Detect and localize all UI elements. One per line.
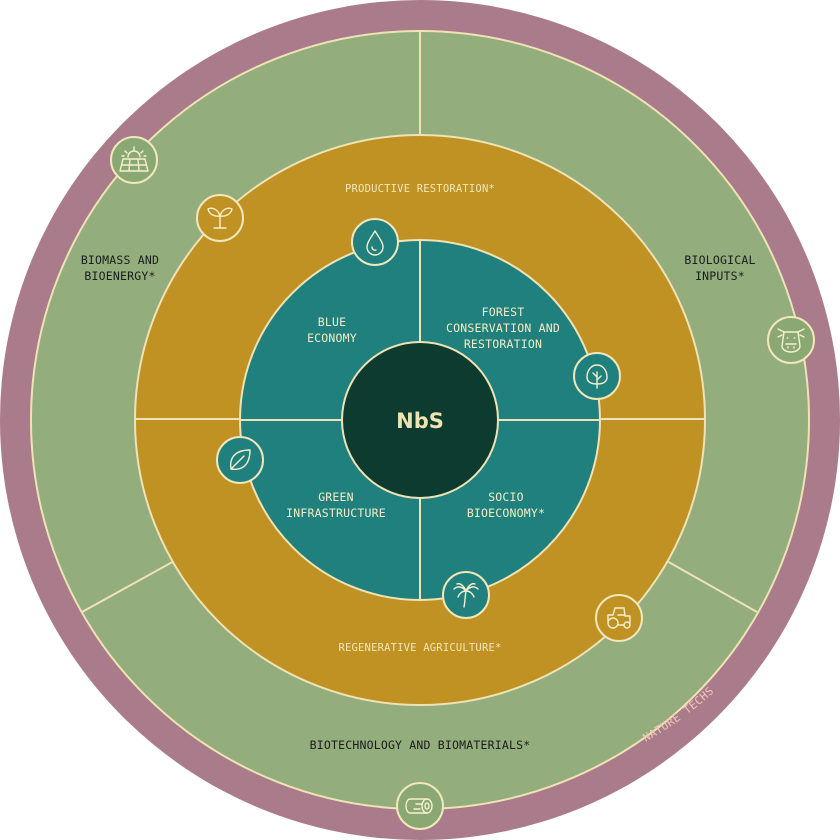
forest-line1: FOREST (482, 305, 525, 319)
log-icon (396, 782, 444, 830)
sprout-icon (196, 194, 244, 242)
forest-line2: CONSERVATION AND (446, 321, 560, 335)
divider-right (664, 559, 758, 613)
core-circle (341, 341, 499, 499)
tractor-icon (595, 594, 643, 642)
green-infra-line2: INFRASTRUCTURE (286, 506, 386, 520)
biological-label-line1: BIOLOGICAL (684, 253, 755, 267)
green-infra-line1: GREEN (318, 490, 354, 504)
regenerative-agriculture-label: REGENERATIVE AGRICULTURE* (338, 642, 501, 654)
biological-label-line2: INPUTS* (695, 269, 745, 283)
forest-line3: RESTORATION (464, 337, 542, 351)
solar-panel-icon (110, 136, 158, 184)
blue-economy-line2: ECONOMY (307, 331, 357, 345)
socio-line2: BIOECONOMY* (467, 506, 545, 520)
biotech-label: BIOTECHNOLOGY AND BIOMATERIALS* (310, 738, 531, 752)
biomass-label-line2: BIOENERGY* (84, 269, 155, 283)
productive-restoration-label: PRODUCTIVE RESTORATION* (345, 183, 495, 195)
water-drop-icon (351, 218, 399, 266)
palm-tree-icon (442, 571, 490, 619)
divider-left (81, 559, 177, 613)
cow-icon (767, 316, 815, 364)
blue-economy-line1: BLUE (318, 315, 347, 329)
tree-icon (573, 352, 621, 400)
core-label: NbS (396, 409, 444, 433)
leaf-icon (216, 436, 264, 484)
biomass-label-line1: BIOMASS AND (81, 253, 159, 267)
socio-line1: SOCIO (488, 490, 524, 504)
